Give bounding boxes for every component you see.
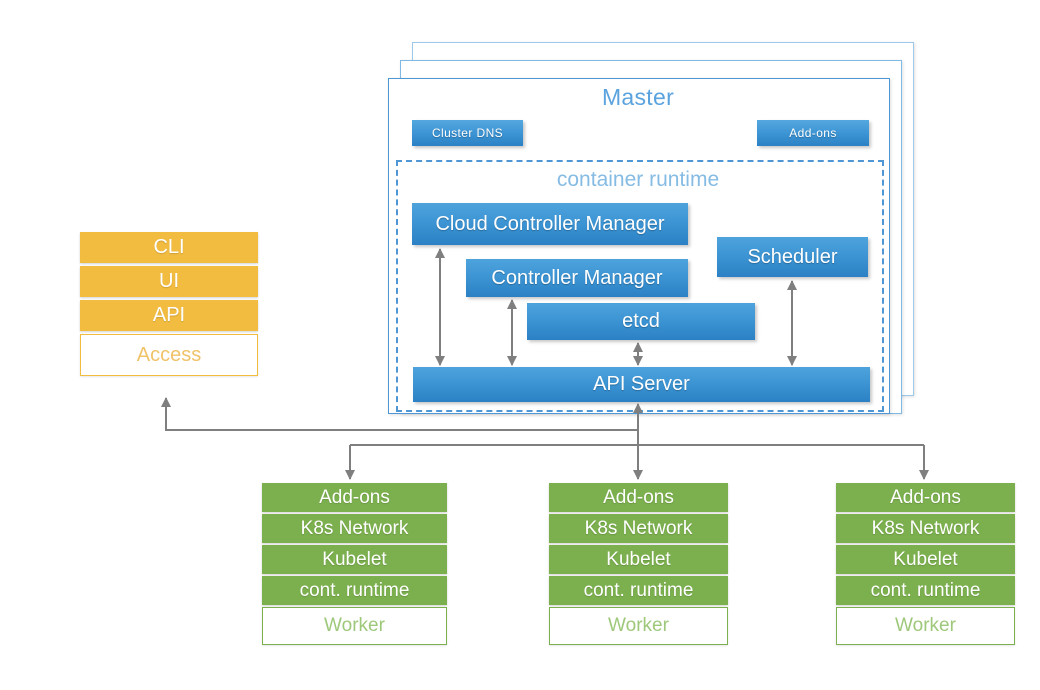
worker-1-row-addons[interactable]: Add-ons <box>262 483 447 512</box>
access-footer-label: Access <box>136 343 202 366</box>
worker-node-1: Add-ons K8s Network Kubelet cont. runtim… <box>262 483 447 645</box>
box-api-server[interactable]: API Server <box>413 367 870 402</box>
worker-3-row-cont-runtime-label: cont. runtime <box>870 579 981 601</box>
box-controller-manager[interactable]: Controller Manager <box>466 259 688 297</box>
worker-3-row-cont-runtime[interactable]: cont. runtime <box>836 576 1015 605</box>
worker-3-row-kubelet[interactable]: Kubelet <box>836 545 1015 574</box>
worker-2-row-cont-runtime[interactable]: cont. runtime <box>549 576 728 605</box>
access-row-api[interactable]: API <box>80 300 258 331</box>
box-controller-manager-label: Controller Manager <box>491 266 663 289</box>
worker-node-2: Add-ons K8s Network Kubelet cont. runtim… <box>549 483 728 645</box>
box-etcd-label: etcd <box>622 310 660 332</box>
worker-2-row-addons-label: Add-ons <box>603 486 674 508</box>
box-api-server-label: API Server <box>593 373 690 395</box>
access-stack: CLI UI API Access <box>80 232 258 376</box>
badge-add-ons-label: Add-ons <box>789 126 837 140</box>
box-cloud-controller-manager-label: Cloud Controller Manager <box>435 212 665 235</box>
worker-2-row-addons[interactable]: Add-ons <box>549 483 728 512</box>
worker-2-footer-label: Worker <box>608 615 669 636</box>
worker-3-footer: Worker <box>836 607 1015 645</box>
worker-3-row-addons-label: Add-ons <box>890 486 961 508</box>
badge-add-ons[interactable]: Add-ons <box>757 120 869 146</box>
access-row-cli[interactable]: CLI <box>80 232 258 263</box>
access-row-cli-label: CLI <box>153 236 185 258</box>
box-cloud-controller-manager[interactable]: Cloud Controller Manager <box>412 203 688 245</box>
worker-3-row-kubelet-label: Kubelet <box>893 548 958 570</box>
container-runtime-title: container runtime <box>556 168 720 191</box>
worker-2-row-k8s-network[interactable]: K8s Network <box>549 514 728 543</box>
master-title: Master <box>601 84 675 110</box>
worker-1-row-k8s-network[interactable]: K8s Network <box>262 514 447 543</box>
worker-2-row-kubelet-label: Kubelet <box>606 548 671 570</box>
worker-1-footer: Worker <box>262 607 447 645</box>
worker-1-row-addons-label: Add-ons <box>319 486 390 508</box>
worker-node-3: Add-ons K8s Network Kubelet cont. runtim… <box>836 483 1015 645</box>
worker-2-row-kubelet[interactable]: Kubelet <box>549 545 728 574</box>
badge-cluster-dns[interactable]: Cluster DNS <box>412 120 523 146</box>
worker-3-row-addons[interactable]: Add-ons <box>836 483 1015 512</box>
badge-cluster-dns-label: Cluster DNS <box>431 126 504 140</box>
worker-1-row-cont-runtime-label: cont. runtime <box>299 579 410 601</box>
worker-3-row-k8s-network-label: K8s Network <box>871 517 980 539</box>
access-footer: Access <box>80 334 258 376</box>
access-row-api-label: API <box>152 304 186 326</box>
worker-1-row-kubelet-label: Kubelet <box>322 548 387 570</box>
box-scheduler[interactable]: Scheduler <box>717 237 868 277</box>
worker-2-row-cont-runtime-label: cont. runtime <box>583 579 694 601</box>
access-row-ui-label: UI <box>159 270 179 292</box>
worker-2-footer: Worker <box>549 607 728 645</box>
worker-2-row-k8s-network-label: K8s Network <box>584 517 693 539</box>
access-row-ui[interactable]: UI <box>80 266 258 297</box>
worker-3-footer-label: Worker <box>895 615 956 636</box>
worker-1-footer-label: Worker <box>324 615 385 636</box>
worker-3-row-k8s-network[interactable]: K8s Network <box>836 514 1015 543</box>
worker-1-row-k8s-network-label: K8s Network <box>300 517 409 539</box>
box-scheduler-label: Scheduler <box>747 245 838 268</box>
worker-1-row-cont-runtime[interactable]: cont. runtime <box>262 576 447 605</box>
box-etcd[interactable]: etcd <box>527 303 755 340</box>
worker-1-row-kubelet[interactable]: Kubelet <box>262 545 447 574</box>
